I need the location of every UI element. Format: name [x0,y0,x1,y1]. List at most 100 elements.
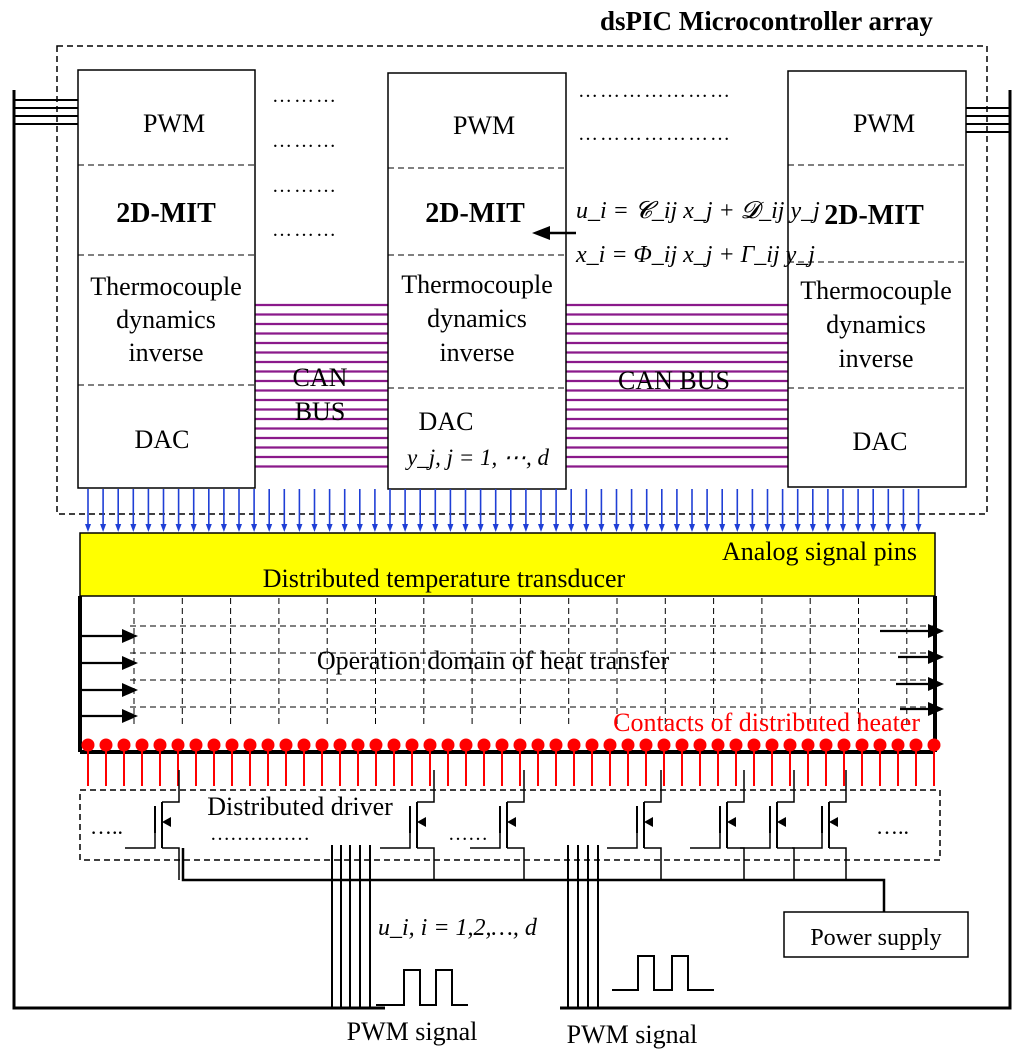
heater-contact [765,738,779,752]
svg-text:………: ……… [272,85,338,107]
equation-arrow [532,226,576,240]
inlet-arrowhead [122,683,138,697]
analog-pin-arrowhead [719,524,726,532]
analog-pin-arrowhead [175,524,182,532]
transistor-arrow [727,817,736,827]
inlet-arrowhead [122,709,138,723]
analog-pin-arrowhead [130,524,137,532]
distributed-temperature-transducer [79,532,936,597]
transistor-drain [417,770,435,803]
analog-pin-arrowhead [689,524,695,532]
pwm-bundle-left [331,845,371,1008]
heater-contact [189,738,203,752]
analog-pin-arrowhead [673,524,680,532]
heater-contact [351,738,365,752]
heater-contact [513,738,527,752]
heater-contact [531,738,545,752]
transistor-gate [470,833,501,849]
module-2-thermo-line-3: inverse [439,338,514,367]
transistor-drain [777,770,795,803]
analog-pin-arrowhead [402,524,409,532]
heater-contact [819,738,833,752]
svg-text:…………………: ………………… [578,123,732,145]
analog-pin-arrowhead [462,524,469,532]
svg-text:………: ……… [272,219,338,241]
transistor-drain [829,770,847,803]
analog-pin-arrowhead [915,524,922,532]
analog-pin-arrowhead [553,524,560,532]
heater-contact [927,738,941,752]
heater-contact [621,738,635,752]
heater-contact [405,738,419,752]
heater-contact [855,738,869,752]
analog-pin-arrowhead [583,524,590,532]
heater-contact [675,738,689,752]
transistor-arrow [162,817,171,827]
outlet-arrowhead [928,624,944,638]
heater-contact [423,738,437,752]
analog-pin-arrowhead [613,524,620,532]
transistor-gate [690,833,721,849]
equation-state-update: x_i = Φ_ij x_j + Γ_ij y_j [575,242,815,268]
heater-contact [81,738,95,752]
heater-contact [711,738,725,752]
analog-pin-arrowhead [281,524,288,532]
transducer-label: Distributed temperature transducer [263,564,626,593]
heater-contact [225,738,239,752]
analog-pin-arrowhead [809,524,816,532]
analog-pin-arrowhead [145,524,152,532]
module-2-pwm-label: PWM [453,111,515,140]
module-3-thermo-line-1: Thermocouple [800,276,952,305]
transistor-drain [162,770,180,803]
svg-text:………: ……… [272,130,338,152]
operation-domain-grid [130,598,935,724]
module-2-dac-subscript: y_j, j = 1, ⋯, d [405,445,550,470]
driver-dots-left: ….. [90,814,123,839]
heater-contact [441,738,455,752]
analog-pin-arrowhead [447,524,454,532]
heater-contact [729,738,743,752]
pwm-waveform-right [612,955,714,991]
heater-contact [315,738,329,752]
analog-pin-arrowhead [704,524,711,532]
module-1-thermo-line-3: inverse [128,338,203,367]
transistor-arrow [417,817,426,827]
heater-contact [261,738,275,752]
heater-contact [171,738,185,752]
analog-pin-arrowhead [870,524,877,532]
heater-contact [207,738,221,752]
inlet-arrowhead [122,629,138,643]
analog-signal-pins-label: Analog signal pins [722,537,917,566]
heater-contact [549,738,563,752]
module-2-dac-label: DAC [419,407,474,436]
heater-contact [135,738,149,752]
transistor-drain [727,770,745,803]
analog-pin-arrowhead [779,524,786,532]
analog-pin-arrowhead [160,524,167,532]
transistor-source [644,847,662,880]
heater-contact [495,738,509,752]
analog-pin-arrowhead [371,524,378,532]
heater-contact [891,738,905,752]
analog-pin-arrowhead [326,524,333,532]
analog-pin-arrowhead [115,524,122,532]
can-bus-right-label: CAN BUS [618,366,730,395]
heater-contact [297,738,311,752]
can-bus-right-stripes [566,303,788,468]
module-3-thermo-line-2: dynamics [826,310,926,339]
heater-contact [117,738,131,752]
heater-contact [909,738,923,752]
analog-pin-arrowhead [598,524,605,532]
analog-pin-arrowhead [840,524,846,532]
heater-contact [369,738,383,752]
module-1-thermo-line-1: Thermocouple [90,272,242,301]
outlet-arrowhead [928,702,944,716]
analog-pin-arrowhead [522,524,529,532]
heater-contact [279,738,293,752]
can-bus-left-label-2: BUS [295,397,346,426]
operation-domain-box [78,596,937,752]
inlet-arrowhead [122,656,138,670]
heater-contact [801,738,815,752]
heat-flow-arrows [80,624,944,723]
